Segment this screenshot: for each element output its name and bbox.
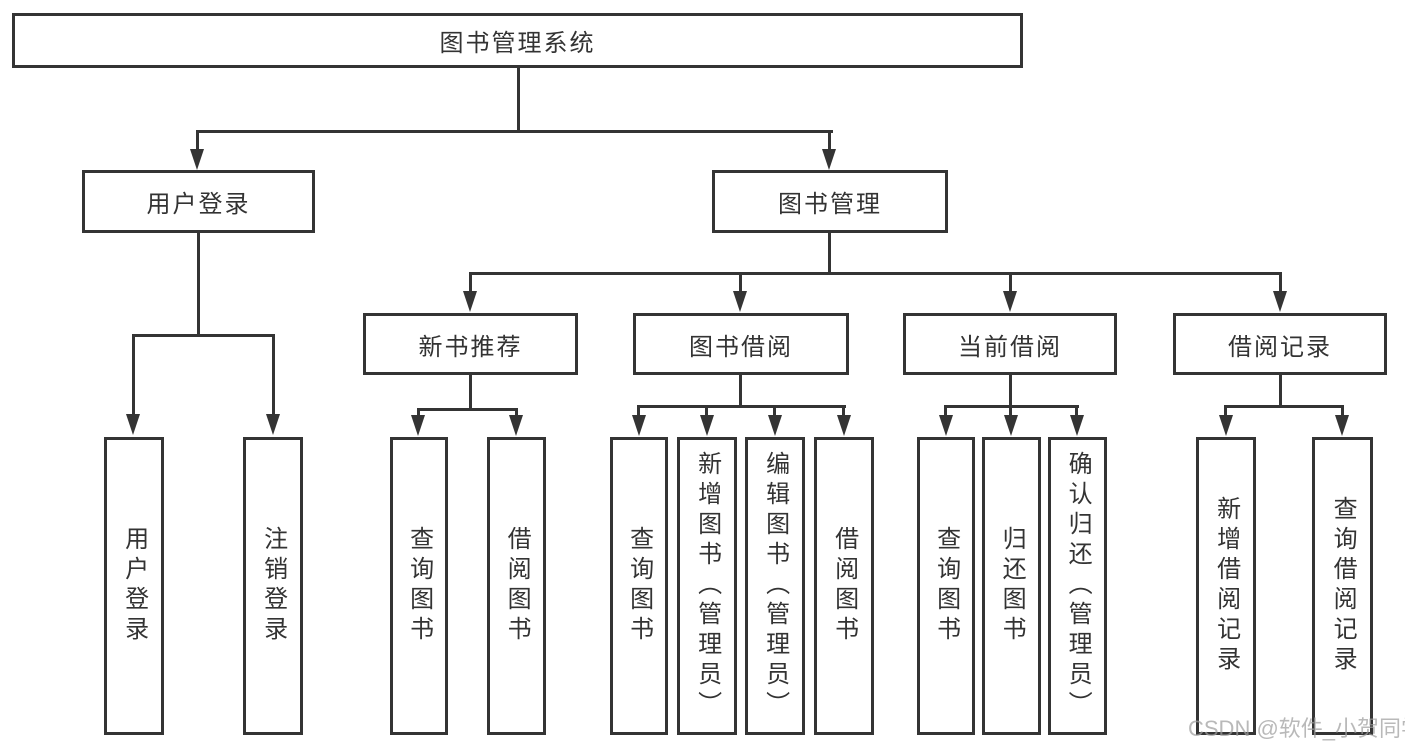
arrow-down-icon xyxy=(1070,415,1084,436)
node-query-books-2: 查询图书 xyxy=(610,437,668,735)
node-borrow-books: 借阅图书 xyxy=(487,437,546,735)
node-book-borrowing: 图书借阅 xyxy=(633,313,849,375)
node-label: 归还图书 xyxy=(998,526,1026,646)
arrow-down-icon xyxy=(733,291,747,312)
node-add-books-admin: 新增图书（管理员） xyxy=(677,437,737,735)
connector-hline xyxy=(417,408,518,411)
node-label: 图书管理 xyxy=(778,191,882,218)
node-label: 图书借阅 xyxy=(689,333,793,361)
arrow-down-icon xyxy=(1004,415,1018,436)
node-label: 查询借阅记录 xyxy=(1329,496,1357,676)
arrow-down-icon xyxy=(509,415,523,436)
arrow-down-icon xyxy=(700,415,714,436)
connector-vline xyxy=(272,334,275,415)
connector-vline xyxy=(842,405,845,417)
node-borrow-books-2: 借阅图书 xyxy=(814,437,874,735)
connector-vline xyxy=(469,272,472,292)
connector-vline xyxy=(637,405,640,417)
arrow-down-icon xyxy=(463,291,477,312)
connector-vline xyxy=(1075,405,1078,417)
node-label: 确认归还（管理员） xyxy=(1064,451,1092,721)
arrow-down-icon xyxy=(939,415,953,436)
node-borrowing-records: 借阅记录 xyxy=(1173,313,1387,375)
arrow-down-icon xyxy=(190,149,204,170)
connector-hline xyxy=(196,130,833,133)
connector-vline xyxy=(417,408,420,417)
node-label: 查询图书 xyxy=(625,526,653,646)
node-book-management: 图书管理 xyxy=(712,170,948,233)
node-library-system: 图书管理系统 xyxy=(12,13,1023,68)
connector-vline xyxy=(828,233,831,272)
connector-vline xyxy=(1009,375,1012,405)
connector-vline xyxy=(705,405,708,417)
connector-vline xyxy=(1224,405,1227,417)
node-edit-books-admin: 编辑图书（管理员） xyxy=(745,437,805,735)
node-label: 新增图书（管理员） xyxy=(693,451,721,721)
connector-hline xyxy=(637,405,846,408)
arrow-down-icon xyxy=(126,414,140,435)
csdn-watermark: CSDN @软件_小贺同学 xyxy=(1188,716,1405,741)
connector-vline xyxy=(739,272,742,292)
arrow-down-icon xyxy=(411,415,425,436)
node-label: 查询图书 xyxy=(405,526,433,646)
node-label: 用户登录 xyxy=(120,526,148,646)
node-label: 借阅图书 xyxy=(830,526,858,646)
node-new-book-recommendation: 新书推荐 xyxy=(363,313,578,375)
node-query-books: 查询图书 xyxy=(390,437,448,735)
arrow-down-icon xyxy=(266,414,280,435)
node-label: 借阅记录 xyxy=(1228,333,1332,361)
node-label: 新书推荐 xyxy=(418,333,523,361)
connector-vline xyxy=(132,334,135,415)
connector-vline xyxy=(515,408,518,417)
node-label: 新增借阅记录 xyxy=(1212,496,1240,676)
connector-hline xyxy=(1224,405,1344,408)
connector-vline xyxy=(739,375,742,405)
node-label: 图书管理系统 xyxy=(439,30,596,57)
arrow-down-icon xyxy=(1273,291,1287,312)
connector-vline xyxy=(944,405,947,417)
node-user-login: 用户登录 xyxy=(82,170,315,233)
connector-vline xyxy=(1279,272,1282,292)
connector-vline xyxy=(828,130,831,152)
node-query-borrow-record: 查询借阅记录 xyxy=(1312,437,1373,735)
arrow-down-icon xyxy=(632,415,646,436)
connector-vline xyxy=(1009,272,1012,292)
node-label: 用户登录 xyxy=(146,191,251,218)
node-add-borrow-record: 新增借阅记录 xyxy=(1196,437,1256,735)
connector-vline xyxy=(1341,405,1344,417)
connector-vline xyxy=(469,375,472,408)
arrow-down-icon xyxy=(768,415,782,436)
connector-vline xyxy=(1279,375,1282,405)
node-label: 借阅图书 xyxy=(503,526,531,646)
node-label: 当前借阅 xyxy=(958,333,1062,361)
arrow-down-icon xyxy=(822,149,836,170)
connector-vline xyxy=(773,405,776,417)
connector-vline xyxy=(196,130,199,152)
connector-vline xyxy=(197,233,200,334)
node-label: 编辑图书（管理员） xyxy=(761,451,789,721)
node-confirm-return-admin: 确认归还（管理员） xyxy=(1048,437,1107,735)
arrow-down-icon xyxy=(1003,291,1017,312)
connector-hline xyxy=(132,334,275,337)
node-query-books-3: 查询图书 xyxy=(917,437,975,735)
connector-hline xyxy=(469,272,1282,275)
arrow-down-icon xyxy=(1335,415,1349,436)
node-current-borrowing: 当前借阅 xyxy=(903,313,1117,375)
node-user-login-leaf: 用户登录 xyxy=(104,437,164,735)
arrow-down-icon xyxy=(837,415,851,436)
node-return-books: 归还图书 xyxy=(982,437,1041,735)
node-logout: 注销登录 xyxy=(243,437,303,735)
connector-vline xyxy=(1009,405,1012,417)
node-label: 注销登录 xyxy=(259,526,287,646)
node-label: 查询图书 xyxy=(932,526,960,646)
arrow-down-icon xyxy=(1219,415,1233,436)
connector-vline xyxy=(517,68,520,130)
